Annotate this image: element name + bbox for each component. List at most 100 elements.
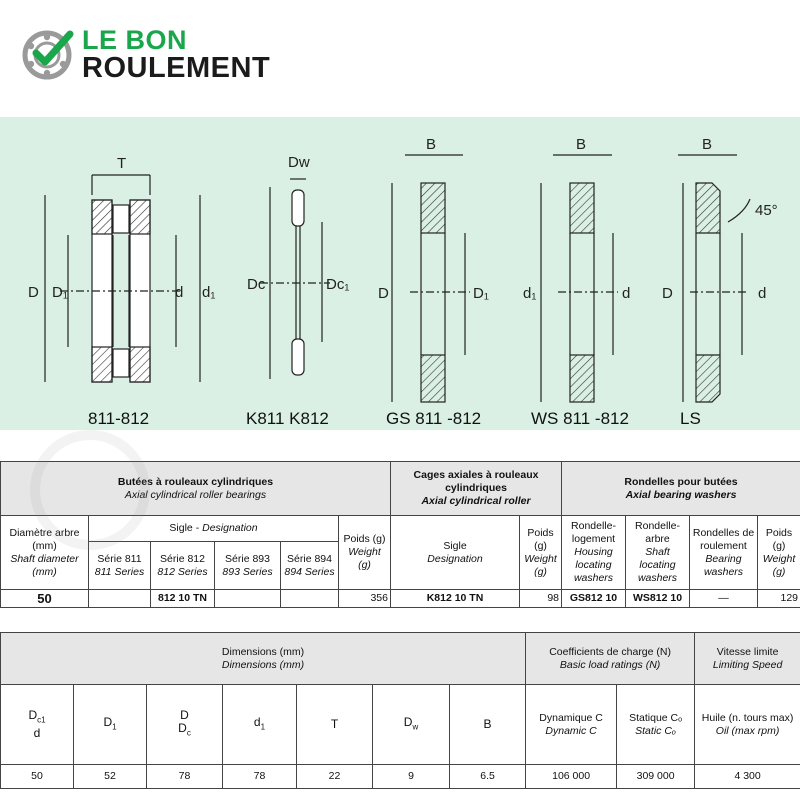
shaftw-value: WS812 10 xyxy=(625,589,691,608)
s893-value xyxy=(214,589,281,608)
weight-en-1: Weight (g) xyxy=(348,546,381,571)
label-Dw: Dw xyxy=(288,154,310,171)
load-en: Basic load ratings (N) xyxy=(559,658,661,671)
drawing-811-812 xyxy=(44,174,201,383)
label-B-ls: B xyxy=(702,136,712,153)
series-811-fr: Série 811 xyxy=(97,552,142,565)
shaftw-fr: Rondelle-arbre xyxy=(635,520,680,545)
caption-gs: GS 811 -812 xyxy=(386,409,481,428)
val-static: 309 000 xyxy=(616,764,696,789)
s812-value: 812 10 TN xyxy=(150,589,215,608)
col-D1: D1 xyxy=(73,684,147,765)
weight-header-3: Poids (g) Weight (g) xyxy=(757,515,800,590)
series-812-header: Série 812 812 Series xyxy=(150,541,215,590)
label-45deg: 45° xyxy=(755,202,778,219)
drawing-gs xyxy=(391,154,470,403)
weight3-value: 129 xyxy=(757,589,800,608)
series-893-fr: Série 893 xyxy=(225,552,270,565)
label-Dc: Dc xyxy=(247,276,266,293)
label-D: D xyxy=(28,284,39,301)
label-D1: D₁ xyxy=(52,284,68,301)
speed-header: Vitesse limite Limiting Speed xyxy=(694,632,800,685)
bearingw-en: Bearing washers xyxy=(703,552,744,578)
drawing-ws xyxy=(540,154,618,403)
group1-fr: Butées à rouleaux cylindriques xyxy=(117,475,274,488)
label-d: d xyxy=(175,284,183,301)
shaft-washer-header: Rondelle-arbre Shaft locating washers xyxy=(625,515,691,590)
caption-k811-k812: K811 K812 xyxy=(246,409,329,428)
group-roller-bearings: Butées à rouleaux cylindriques Axial cyl… xyxy=(0,461,391,516)
logo-line2: ROULEMENT xyxy=(82,52,271,84)
s811-value xyxy=(88,589,151,608)
bearing-logo-icon xyxy=(22,30,74,80)
dimensions-table: Dimensions (mm) Dimensions (mm) Coeffici… xyxy=(0,632,800,789)
col-B: B xyxy=(448,684,527,765)
val-dynamic: 106 000 xyxy=(525,764,618,789)
group3-en: Axial bearing washers xyxy=(625,488,737,501)
shaft-value: 50 xyxy=(0,589,89,608)
val-d1: 78 xyxy=(222,764,297,789)
cage-value: K812 10 TN xyxy=(390,589,520,608)
shaftw-en: Shaft locating washers xyxy=(637,546,678,584)
weight-en-2: Weight (g) xyxy=(524,552,557,578)
weight-fr-1: Poids (g) xyxy=(343,533,386,545)
shaft-diameter-header: Diamètre arbre (mm) Shaft diameter (mm) xyxy=(0,515,89,590)
weight-en-3: Weight (g) xyxy=(762,552,796,578)
group2-fr: Cages axiales à rouleaux cylindriques xyxy=(413,469,539,494)
series-894-header: Série 894 894 Series xyxy=(280,541,339,590)
stat-en: Static Cₒ xyxy=(635,724,677,737)
label-D-gs: D xyxy=(378,285,389,302)
drawing-ls xyxy=(678,154,751,403)
label-T: T xyxy=(117,155,126,172)
label-B-ws: B xyxy=(576,136,586,153)
logo[interactable]: LE BON ROULEMENT xyxy=(22,26,312,86)
label-D-ls: D xyxy=(662,285,673,302)
col-T: T xyxy=(296,684,373,765)
oil-en: Oil (max rpm) xyxy=(715,724,780,737)
dimensions-header: Dimensions (mm) Dimensions (mm) xyxy=(0,632,527,685)
bearing-drawings: T D D₁ d d₁ 811-812 Dw Dc Dc₁ K811 K812 xyxy=(0,117,800,430)
caption-811-812: 811-812 xyxy=(88,409,149,428)
shaft-en: Shaft diameter (mm) xyxy=(10,552,79,578)
caption-ls: LS xyxy=(680,409,701,428)
weight-fr-2: Poids (g) xyxy=(527,526,554,552)
series-811-en: 811 Series xyxy=(94,565,145,578)
col-d1: d1 xyxy=(222,684,297,765)
load-fr: Coefficients de charge (N) xyxy=(549,645,671,658)
val-Dw: 9 xyxy=(372,764,450,789)
logo-line1: LE BON xyxy=(82,25,188,55)
series-812-fr: Série 812 xyxy=(160,552,205,565)
caption-ws: WS 811 -812 xyxy=(531,409,629,428)
col-dynamic: Dynamique C Dynamic C xyxy=(525,684,618,765)
stat-fr: Statique Cₒ xyxy=(629,711,683,724)
group-washers: Rondelles pour butées Axial bearing wash… xyxy=(561,461,800,516)
val-T: 22 xyxy=(296,764,373,789)
col-Dw: Dw xyxy=(372,684,450,765)
label-d-ws: d xyxy=(622,285,630,302)
weight-header-2: Poids (g) Weight (g) xyxy=(518,515,563,590)
sigle-header: Sigle - Designation xyxy=(88,515,339,542)
group-cages: Cages axiales à rouleaux cylindriques Ax… xyxy=(389,461,563,516)
series-894-en: 894 Series xyxy=(284,565,335,578)
shaft-fr: Diamètre arbre (mm) xyxy=(9,526,80,552)
weight-fr-3: Poids (g) xyxy=(765,526,793,552)
sigle-fr: Sigle xyxy=(169,522,193,534)
speed-fr: Vitesse limite xyxy=(716,645,779,658)
header: LE BON ROULEMENT xyxy=(0,0,800,115)
label-Dc1: Dc₁ xyxy=(326,276,349,293)
val-d: 50 xyxy=(0,764,74,789)
cage-sigle-header: Sigle Designation xyxy=(390,515,520,590)
series-812-en: 812 Series xyxy=(157,565,208,578)
bearingw-fr: Rondelles de roulement xyxy=(692,526,755,552)
series-893-header: Série 893 893 Series xyxy=(214,541,281,590)
label-D1-gs: D₁ xyxy=(473,285,489,302)
group2-en: Axial cylindrical roller xyxy=(421,495,531,507)
val-oil: 4 300 xyxy=(694,764,800,789)
group1-en: Axial cylindrical roller bearings xyxy=(124,488,267,501)
val-D: 78 xyxy=(146,764,223,789)
weight-header-1: Poids (g) Weight (g) xyxy=(338,515,391,590)
speed-en: Limiting Speed xyxy=(712,658,783,671)
dims-en: Dimensions (mm) xyxy=(221,658,305,671)
series-811-header: Série 811 811 Series xyxy=(88,541,151,590)
